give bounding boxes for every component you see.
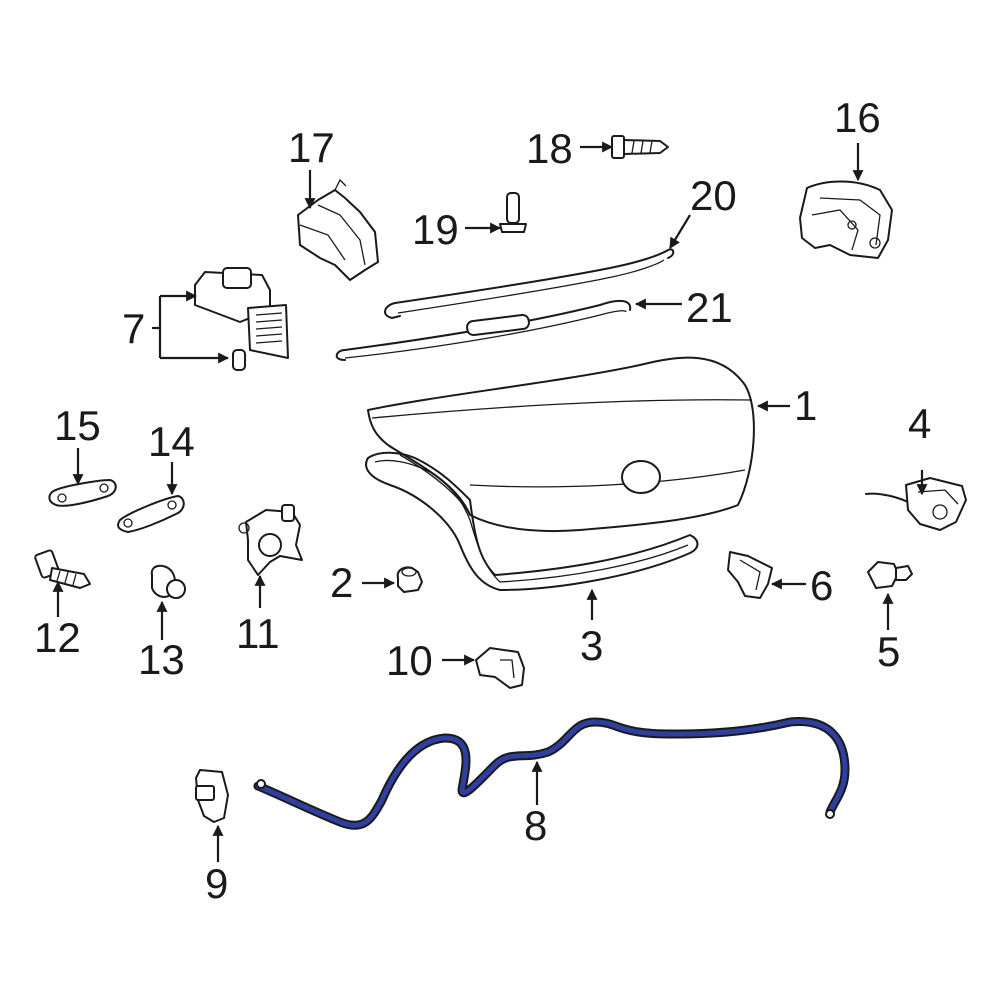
callout-11: 11: [236, 610, 280, 657]
callout-20: 20: [690, 172, 737, 219]
part-2-bumper[interactable]: [396, 566, 423, 593]
callout-10: 10: [386, 637, 433, 684]
part-5-grommet[interactable]: [867, 561, 913, 589]
part-9-switch[interactable]: [195, 769, 229, 823]
part-11-actuator[interactable]: [238, 504, 303, 576]
part-8-highlight-stroke: [255, 719, 848, 828]
part-4-lock[interactable]: [865, 477, 967, 531]
callout-13: 13: [138, 636, 185, 683]
part-7-lamp[interactable]: [194, 267, 289, 371]
callout-12: 12: [34, 614, 81, 661]
part-12-bolt[interactable]: [34, 549, 91, 589]
callout-9: 9: [205, 860, 228, 907]
callout-labels: 1 2 3 4 5 6 7 8 9 10 11 12 13 14 15 16 1…: [34, 94, 931, 907]
callout-6: 6: [810, 562, 833, 609]
callout-2: 2: [330, 559, 353, 606]
part-18-bolt[interactable]: [611, 135, 669, 159]
part-20-rod[interactable]: [384, 248, 675, 319]
callout-21: 21: [686, 284, 733, 331]
callout-18: 18: [526, 125, 573, 172]
part-19-stud[interactable]: [499, 192, 527, 233]
part-13-bumper[interactable]: [150, 564, 186, 599]
part-3-weatherstrip[interactable]: [365, 451, 699, 591]
part-15-cover[interactable]: [48, 479, 117, 507]
part-21-rod[interactable]: [335, 299, 632, 361]
leader-lines: [52, 141, 928, 862]
callout-15: 15: [54, 402, 101, 449]
callout-3: 3: [580, 622, 603, 669]
callout-8: 8: [524, 802, 547, 849]
callout-4: 4: [908, 400, 931, 447]
part-6-bracket[interactable]: [727, 551, 773, 599]
callout-19: 19: [412, 206, 459, 253]
part-16-latch[interactable]: [799, 180, 893, 259]
callout-14: 14: [148, 418, 195, 465]
callout-17: 17: [288, 124, 335, 171]
callout-7: 7: [122, 305, 145, 352]
part-8-release-cable[interactable]: [253, 717, 850, 830]
callout-5: 5: [877, 628, 900, 675]
part-17-hinge[interactable]: [297, 178, 379, 281]
callout-16: 16: [834, 94, 881, 141]
callout-1: 1: [794, 382, 817, 429]
part-10-clip[interactable]: [475, 647, 525, 689]
part-14-bracket[interactable]: [117, 495, 185, 533]
